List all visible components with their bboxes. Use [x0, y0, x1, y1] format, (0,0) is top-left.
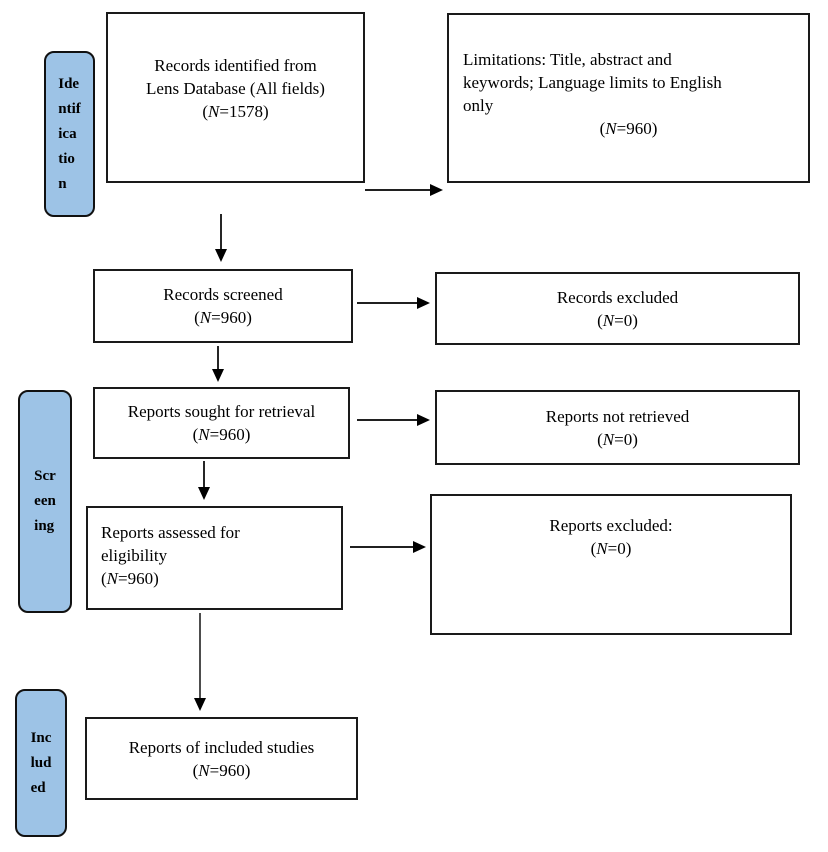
box-records-screened: Records screened (N=960)	[93, 269, 353, 343]
box-reports-excluded-count: (N=0)	[590, 539, 632, 558]
box-reports-sought: Reports sought for retrieval (N=960)	[93, 387, 350, 459]
box-reports-sought-count: (N=960)	[192, 425, 251, 444]
box-reports-not-retrieved-label: Reports not retrieved	[545, 406, 690, 426]
box-limitations-count: (N=960)	[599, 119, 658, 138]
box-records-excluded: Records excluded (N=0)	[435, 272, 800, 345]
box-reports-assessed-label: Reports assessed for eligibility	[101, 523, 240, 565]
box-records-identified-count: (N=1578)	[202, 102, 269, 121]
box-reports-not-retrieved: Reports not retrieved (N=0)	[435, 390, 800, 465]
box-records-screened-label: Records screened	[163, 285, 283, 304]
box-records-screened-count: (N=960)	[194, 308, 252, 327]
box-records-identified: Records identified from Lens Database (A…	[106, 12, 365, 183]
box-included-studies-label: Reports of included studies	[128, 737, 315, 757]
box-included-studies: Reports of included studies (N=960)	[85, 717, 358, 800]
stage-identification: Ide ntif ica tio n	[44, 51, 95, 217]
box-records-identified-label: Records identified from Lens Database (A…	[146, 56, 325, 98]
box-reports-excluded: Reports excluded: (N=0)	[430, 494, 792, 635]
box-reports-not-retrieved-count: (N=0)	[597, 429, 638, 449]
box-reports-assessed-count: (N=960)	[101, 569, 159, 588]
box-records-excluded-label: Records excluded	[556, 287, 679, 307]
box-limitations: Limitations: Title, abstract and keyword…	[447, 13, 810, 183]
box-records-excluded-count: (N=0)	[597, 310, 638, 330]
box-included-studies-count: (N=960)	[192, 760, 251, 780]
box-reports-assessed: Reports assessed for eligibility (N=960)	[86, 506, 343, 610]
stage-included: Inc lud ed	[15, 689, 67, 837]
box-reports-excluded-label: Reports excluded:	[549, 516, 673, 535]
box-limitations-label: Limitations: Title, abstract and keyword…	[463, 50, 722, 115]
stage-screening: Scr een ing	[18, 390, 72, 613]
box-reports-sought-label: Reports sought for retrieval	[127, 402, 316, 421]
